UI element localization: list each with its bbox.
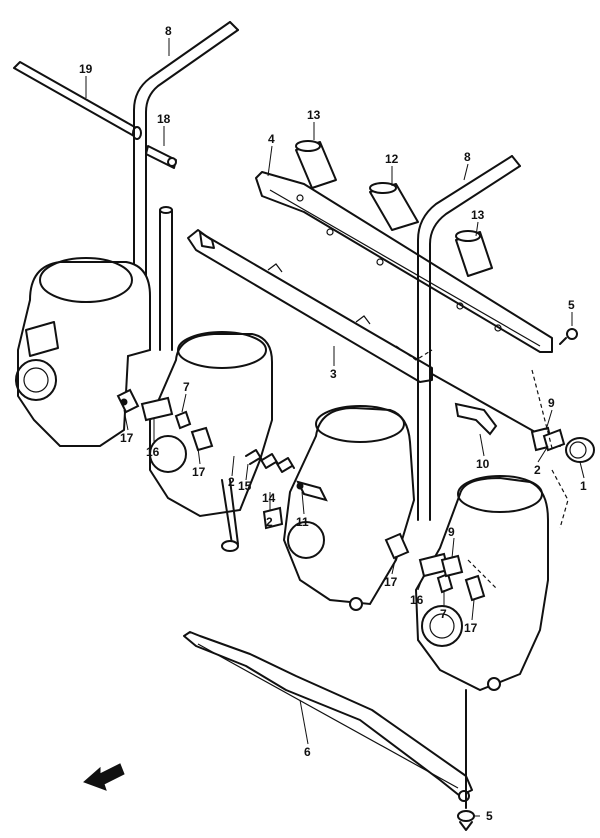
callout-16-a: 16 [146, 445, 160, 459]
fitting-17-d [464, 574, 486, 602]
part-14 [262, 506, 284, 530]
screw-5-top [559, 328, 578, 345]
callout-8-left: 8 [165, 24, 172, 38]
callout-9-top: 9 [548, 396, 555, 410]
part-7-a [174, 410, 192, 430]
callout-2-a: 2 [228, 475, 235, 489]
callout-2-right: 2 [534, 463, 541, 477]
carburetor-body-2 [149, 331, 273, 552]
callout-18: 18 [157, 112, 171, 126]
callout-17-b: 17 [192, 465, 206, 479]
carburetor-body-4 [414, 475, 549, 692]
callout-6: 6 [304, 745, 311, 759]
callout-8-right: 8 [464, 150, 471, 164]
leader-lines [85, 38, 585, 817]
callout-labels: 8 19 18 13 4 12 8 13 5 3 9 7 17 16 10 2 … [79, 24, 587, 823]
vent-pipe-8-left [133, 21, 239, 301]
lower-bracket-6 [183, 631, 473, 802]
callout-13-right: 13 [471, 208, 485, 222]
sleeve-12 [369, 182, 419, 231]
callout-19: 19 [79, 62, 93, 76]
callout-10: 10 [476, 457, 490, 471]
callout-4: 4 [268, 132, 275, 146]
fitting-17-c [384, 532, 410, 560]
front-direction-arrow-icon [83, 763, 125, 791]
part-2-right [542, 428, 566, 452]
bracket-plate-4 [255, 171, 553, 353]
callout-17-c: 17 [384, 575, 398, 589]
callout-5-bottom: 5 [486, 809, 493, 823]
callout-13-top: 13 [307, 108, 321, 122]
callout-16-b: 16 [410, 593, 424, 607]
vent-pipe-8-right [417, 155, 521, 521]
joint-16-a [140, 396, 174, 422]
callout-2-b: 2 [266, 515, 273, 529]
callout-3: 3 [330, 367, 337, 381]
knob-1 [565, 437, 595, 463]
callout-1: 1 [580, 479, 587, 493]
part-10 [454, 402, 498, 436]
callout-9-lower: 9 [448, 525, 455, 539]
vertical-pipe-center [159, 206, 173, 351]
fitting-17-a [116, 388, 140, 414]
clamp-18 [145, 145, 177, 169]
callout-15: 15 [238, 479, 252, 493]
callout-17-a: 17 [120, 431, 134, 445]
part-9-lower [440, 554, 464, 578]
sleeve-13-right [455, 230, 493, 277]
screw-5-bottom [457, 810, 475, 831]
fitting-17-b [190, 426, 214, 452]
part-7-b [436, 572, 454, 594]
spring-15 [245, 449, 295, 473]
callout-7-top: 7 [183, 380, 190, 394]
callout-17-d: 17 [464, 621, 478, 635]
sleeve-13-top [295, 140, 337, 189]
callout-14: 14 [262, 491, 276, 505]
guide-lines [395, 345, 569, 589]
carburetor-body-1 [15, 257, 151, 447]
carburetor-body-3 [282, 405, 416, 611]
callout-7-lower: 7 [440, 607, 447, 621]
callout-5-top: 5 [568, 298, 575, 312]
part-11 [296, 480, 328, 502]
callout-11: 11 [296, 515, 309, 529]
hose-19 [13, 61, 142, 140]
callout-12: 12 [385, 152, 399, 166]
